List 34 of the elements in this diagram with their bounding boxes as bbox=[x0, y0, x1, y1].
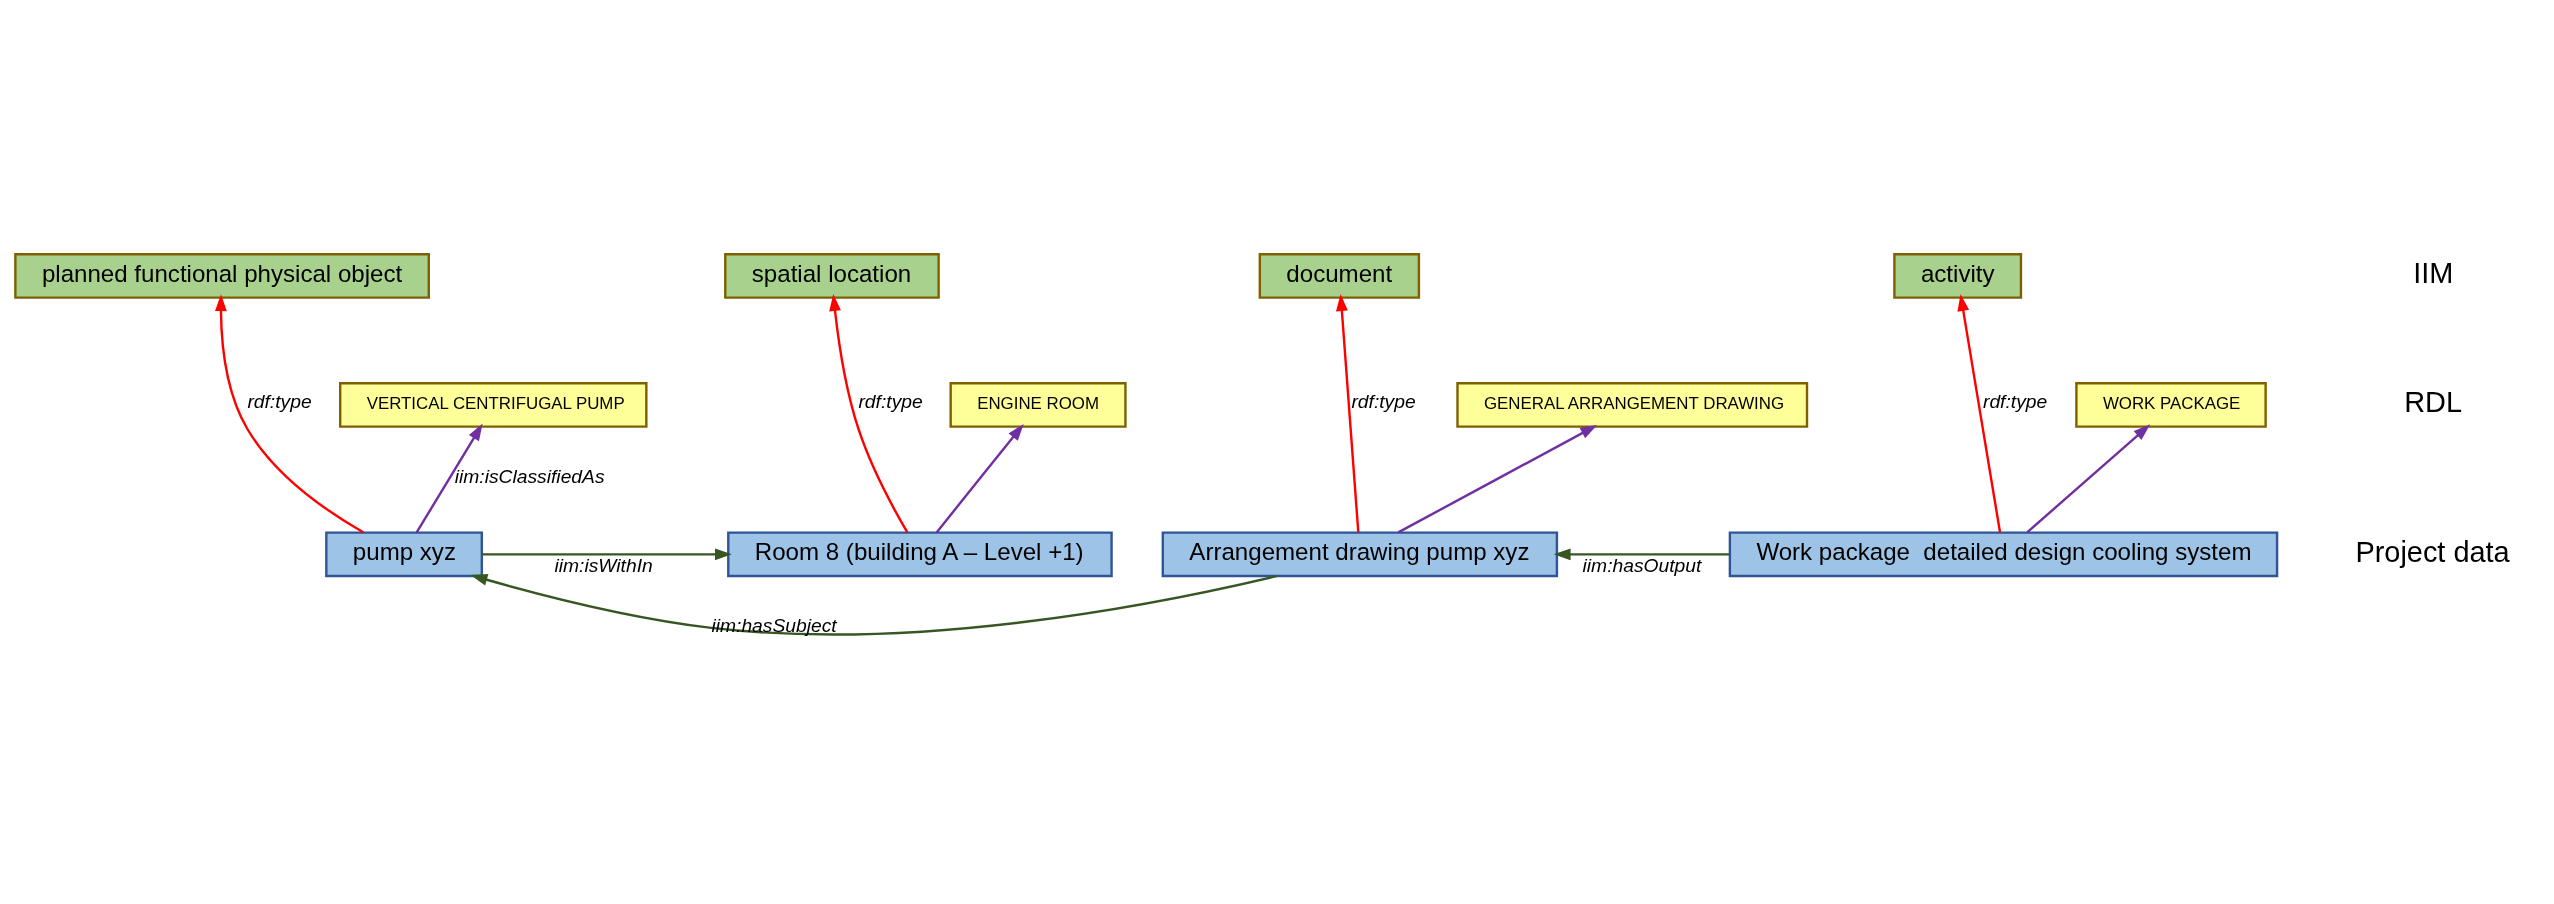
arrow bbox=[470, 573, 1277, 636]
node-box: spatial location bbox=[724, 252, 940, 299]
edge-label: iim:isClassifiedAs bbox=[454, 465, 605, 487]
label: IIM bbox=[2413, 256, 2454, 289]
node-box: activity bbox=[1893, 252, 2023, 299]
arrow bbox=[415, 423, 483, 533]
arrow bbox=[1336, 293, 1360, 532]
arrow bbox=[215, 293, 365, 533]
edge-label: rdf:type bbox=[858, 390, 923, 412]
edge-label: rdf:type bbox=[247, 390, 312, 412]
node-box: Room 8 (building A – Level +1) bbox=[727, 530, 1113, 577]
node-box: planned functional physical object bbox=[14, 252, 430, 299]
label: RDL bbox=[2404, 385, 2463, 418]
node-box: VERTICAL CENTRIFUGAL PUMP bbox=[339, 381, 648, 428]
arrow bbox=[829, 293, 909, 533]
node-box: Arrangement drawing pump xyz bbox=[1161, 530, 1559, 577]
arrow bbox=[481, 547, 732, 560]
edge-label: rdf:type bbox=[1351, 390, 1416, 412]
label: Project data bbox=[2355, 535, 2510, 568]
node-box: Work package detailed design cooling system bbox=[1728, 530, 2279, 577]
node-box: ENGINE ROOM bbox=[949, 381, 1127, 428]
edge-label: iim:hasOutput bbox=[1582, 554, 1702, 576]
node-box: pump xyz bbox=[325, 530, 484, 577]
edge-label: rdf:type bbox=[1982, 390, 2048, 412]
node-box: GENERAL ARRANGEMENT DRAWING bbox=[1456, 381, 1809, 428]
edge-label: iim:isWithIn bbox=[554, 554, 653, 576]
arrow bbox=[935, 423, 1024, 533]
edge-label: iim:hasSubject bbox=[711, 614, 837, 636]
arrow bbox=[1553, 547, 1730, 560]
arrow bbox=[2026, 423, 2151, 533]
arrow bbox=[1397, 424, 1598, 533]
node-box: WORK PACKAGE bbox=[2075, 381, 2267, 428]
node-box: document bbox=[1258, 252, 1421, 299]
arrow bbox=[1957, 293, 2002, 533]
